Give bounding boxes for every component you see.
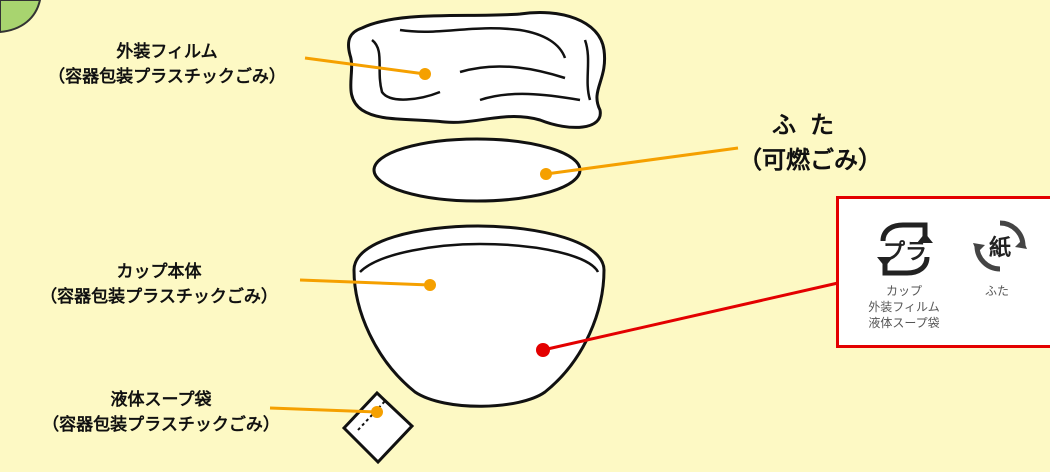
leader-dot-cup: [424, 279, 436, 291]
corner-badge: [0, 0, 40, 32]
plastic-mark-item: 液体スープ袋: [849, 315, 959, 331]
paper-mark-text: 紙: [989, 235, 1011, 261]
paper-recycle-icon: 紙: [971, 217, 1029, 277]
leader-dot-film: [419, 68, 431, 80]
label-cup-body-title: カップ本体: [0, 260, 318, 285]
plastic-mark-item: カップ: [849, 283, 959, 299]
label-soup-packet-title: 液体スープ袋: [0, 388, 322, 413]
highlight-dot-cup: [536, 343, 550, 357]
label-lid: ふた （可燃ごみ）: [730, 108, 890, 178]
label-outer-film: 外装フィルム （容器包装プラスチックごみ）: [8, 40, 326, 89]
recycle-marks-box: プラ 紙 カップ 外装フィルム 液体スープ袋 ふた: [836, 196, 1050, 348]
label-outer-film-category: （容器包装プラスチックごみ）: [8, 65, 326, 90]
paper-mark-items: ふた: [967, 283, 1027, 299]
paper-mark-item: ふた: [967, 283, 1027, 299]
label-outer-film-title: 外装フィルム: [8, 40, 326, 65]
soup-packet-shape: [344, 393, 412, 462]
label-lid-title: ふた: [730, 108, 890, 143]
leader-dot-soup: [371, 406, 383, 418]
plastic-mark-item: 外装フィルム: [849, 299, 959, 315]
leader-dot-lid: [540, 168, 552, 180]
plastic-mark-items: カップ 外装フィルム 液体スープ袋: [849, 283, 959, 332]
label-cup-body-category: （容器包装プラスチックごみ）: [0, 285, 318, 310]
cup-body-shape: [354, 226, 604, 406]
plastic-mark-text: プラ: [883, 240, 927, 265]
label-soup-packet: 液体スープ袋 （容器包装プラスチックごみ）: [0, 388, 322, 437]
plastic-recycle-icon: プラ: [873, 217, 937, 281]
label-cup-body: カップ本体 （容器包装プラスチックごみ）: [0, 260, 318, 309]
label-lid-category: （可燃ごみ）: [730, 143, 890, 178]
label-soup-packet-category: （容器包装プラスチックごみ）: [0, 413, 322, 438]
